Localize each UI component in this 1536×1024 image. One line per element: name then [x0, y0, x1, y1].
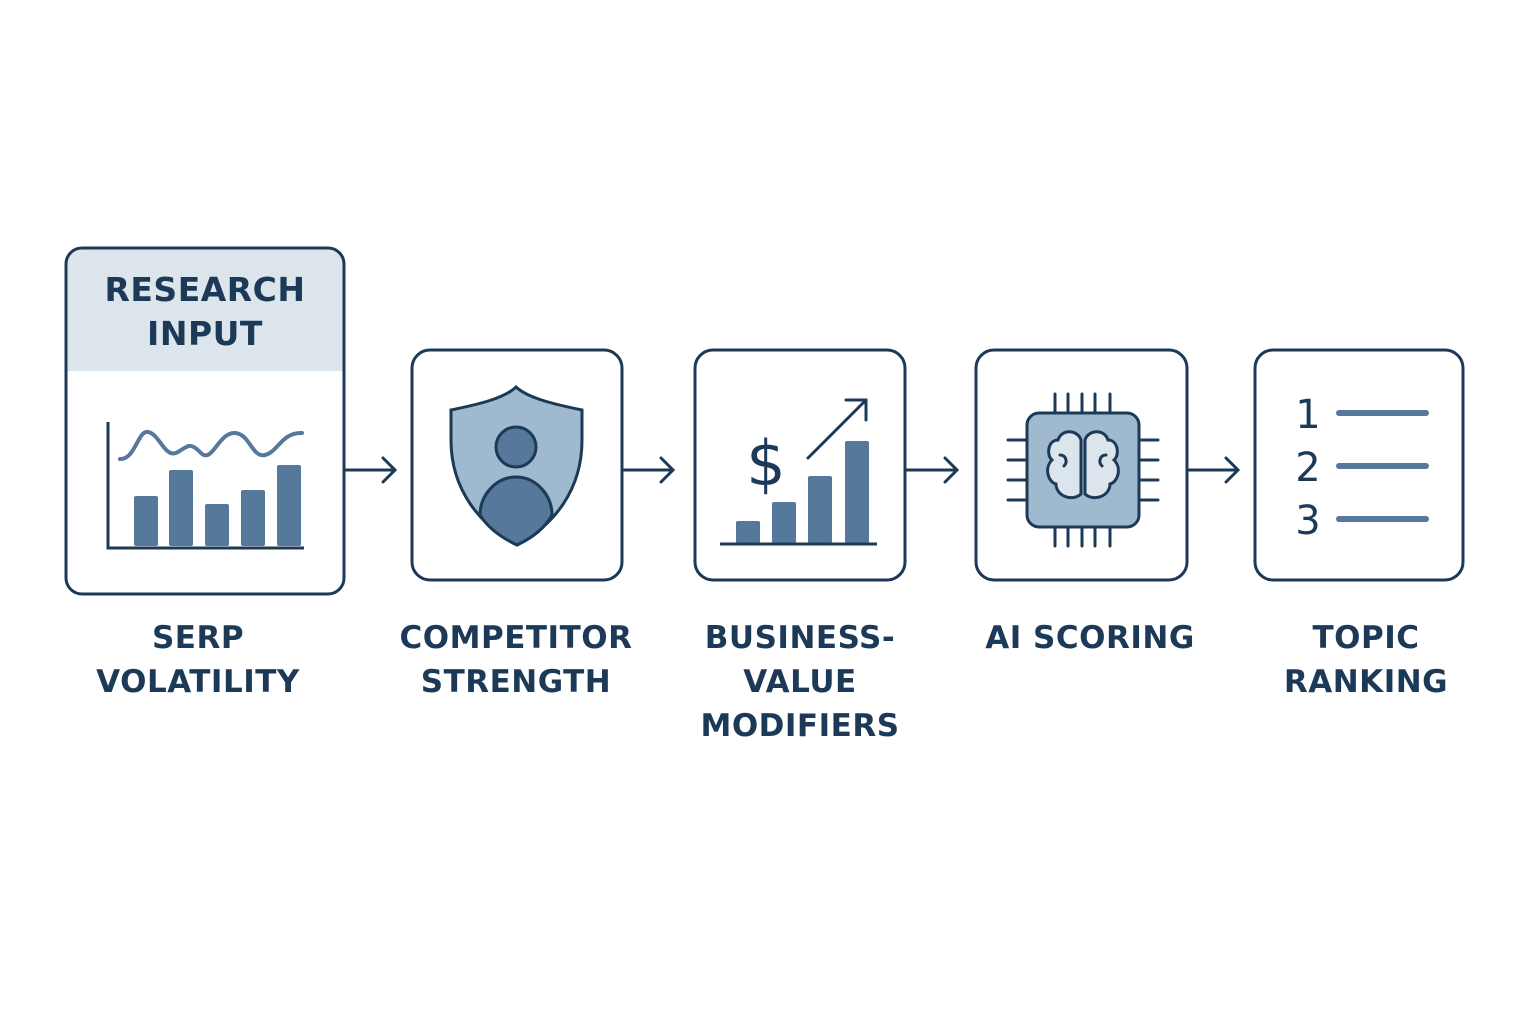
research-input-title: RESEARCH INPUT: [66, 268, 344, 356]
label-line: VALUE: [743, 664, 857, 700]
title-line: INPUT: [147, 314, 263, 353]
label-line: SERP: [151, 620, 245, 656]
label-line: TOPIC: [1312, 620, 1420, 656]
bar-chart-wave-icon: [106, 422, 304, 550]
ai-scoring-box: [974, 348, 1189, 582]
rank-number: 3: [1295, 498, 1320, 544]
step-label-ai-scoring: AI SCORING: [940, 616, 1240, 660]
brain-chip-icon: [1006, 392, 1160, 548]
label-line: STRENGTH: [420, 664, 612, 700]
step-label-topic-ranking: TOPIC RANKING: [1216, 616, 1516, 704]
step-label-competitor-strength: COMPETITOR STRENGTH: [366, 616, 666, 704]
shield-user-icon: [449, 384, 584, 547]
topic-ranking-box: [1253, 348, 1465, 582]
label-line: BUSINESS-: [704, 620, 896, 656]
research-input-box: [64, 246, 346, 596]
label-line: VOLATILITY: [96, 664, 300, 700]
step-label-business-value-modifiers: BUSINESS- VALUE MODIFIERS: [650, 616, 950, 748]
label-line: AI SCORING: [985, 620, 1195, 656]
label-line: COMPETITOR: [399, 620, 633, 656]
competitor-box: [410, 348, 624, 582]
svg-text:$: $: [746, 427, 785, 500]
rank-number: 2: [1295, 445, 1320, 491]
title-line: RESEARCH: [104, 270, 306, 309]
numbered-list-icon: 1 2 3: [1295, 392, 1429, 544]
arrow-icon: [344, 456, 1241, 484]
label-line: RANKING: [1283, 664, 1449, 700]
label-line: MODIFIERS: [700, 708, 900, 744]
rank-number: 1: [1295, 392, 1320, 438]
dollar-growth-chart-icon: $: [720, 398, 877, 546]
step-label-serp-volatility: SERP VOLATILITY: [48, 616, 348, 704]
business-value-box: [693, 348, 907, 582]
